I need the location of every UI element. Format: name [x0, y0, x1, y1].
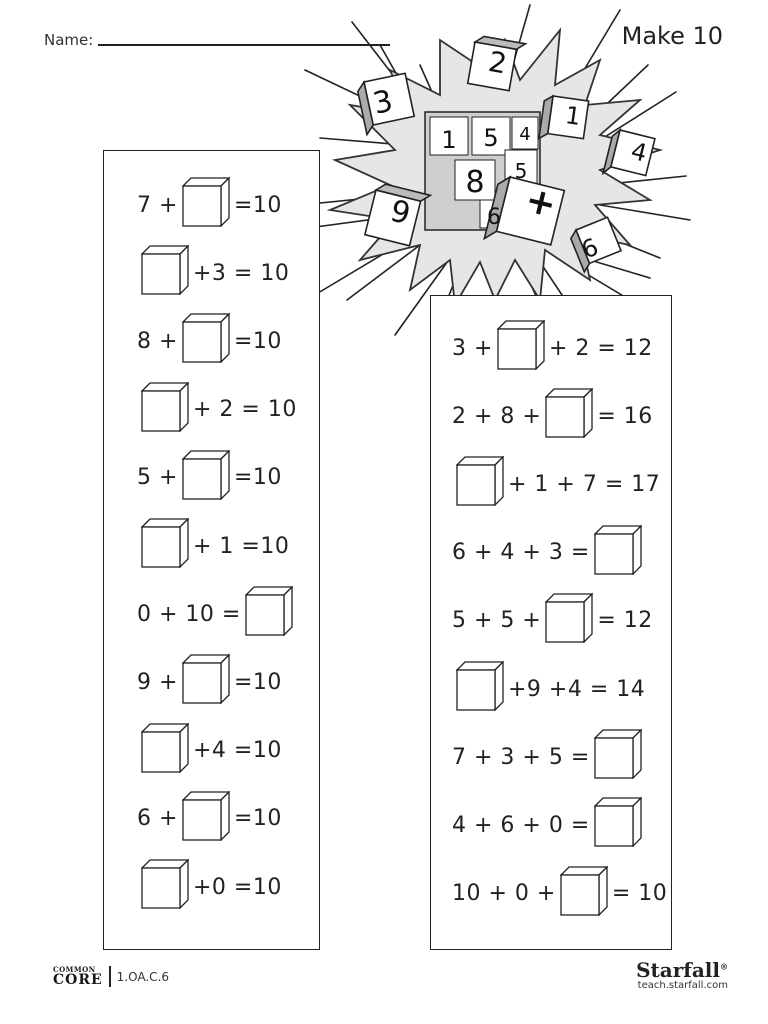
cube-digit: 8 [465, 165, 484, 200]
answer-cube-box[interactable] [181, 653, 231, 710]
problem-text-before: 4 + 6 + 0 = [452, 812, 590, 838]
cc-small-text: COMMON [53, 965, 96, 974]
problem-text-after: + 1 + 7 = 17 [508, 471, 661, 497]
problem-row: 8 + =10 [137, 312, 282, 369]
problem-text-after: =10 [233, 465, 282, 491]
problem-row: + 1 =10 [137, 517, 290, 574]
problem-text-after: =10 [233, 806, 282, 832]
answer-cube-box[interactable] [244, 585, 294, 642]
problem-text-before: 5 + [137, 465, 178, 491]
standard-code: 1.OA.C.6 [116, 969, 169, 984]
page-title: Make 10 [621, 22, 723, 50]
name-label: Name: [44, 31, 94, 49]
problem-row: +3 = 10 [137, 244, 290, 301]
answer-cube-box[interactable] [181, 312, 231, 369]
answer-cube-box[interactable] [140, 722, 190, 779]
problem-row: + 1 + 7 = 17 [452, 455, 661, 512]
cube-digit: 4 [628, 137, 650, 168]
problem-row: 9 + =10 [137, 653, 282, 710]
answer-cube-box[interactable] [140, 858, 190, 915]
problem-text-after: + 2 = 12 [548, 335, 653, 361]
answer-cube-box[interactable] [181, 790, 231, 847]
problem-text-before: 10 + 0 + [452, 881, 556, 907]
answer-cube-box[interactable] [140, 517, 190, 574]
problem-text-after: =10 [233, 328, 282, 354]
problem-text-after: = 12 [597, 608, 653, 634]
problem-text-before: 8 + [137, 328, 178, 354]
cube-digit: 6 [487, 205, 501, 230]
answer-cube-box[interactable] [544, 387, 594, 444]
problem-text-before: 3 + [452, 335, 493, 361]
starfall-logo: Starfall® teach.starfall.com [636, 960, 728, 992]
problem-row: +4 =10 [137, 722, 282, 779]
answer-cube-box[interactable] [559, 865, 609, 922]
answer-cube-box[interactable] [593, 728, 643, 785]
problem-row: 10 + 0 + = 10 [452, 865, 668, 922]
answer-cube-box[interactable] [140, 381, 190, 438]
problem-text-before: 5 + 5 + [452, 608, 542, 634]
answer-cube-box[interactable] [181, 449, 231, 506]
problem-text-after: + 2 = 10 [193, 397, 297, 423]
cube-digit: 4 [519, 124, 530, 145]
problem-text-before: 6 + [137, 806, 178, 832]
problem-text-after: +4 =10 [193, 738, 282, 764]
answer-cube-box[interactable] [181, 176, 231, 233]
answer-cube-box[interactable] [140, 244, 190, 301]
brand-name: Starfall [636, 958, 720, 982]
answer-cube-box[interactable] [455, 660, 505, 717]
cube-digit: 1 [564, 101, 583, 131]
brand-url: teach.starfall.com [637, 980, 728, 991]
common-core-logo: COMMON CORE [53, 966, 111, 987]
problem-text-after: + 1 =10 [193, 533, 290, 559]
common-core-badge: COMMON CORE 1.OA.C.6 [53, 966, 169, 987]
answer-cube-box[interactable] [544, 592, 594, 649]
cube-stack [424, 111, 541, 231]
problem-text-before: 6 + 4 + 3 = [452, 540, 590, 566]
cc-big-text: CORE [53, 972, 103, 988]
problem-text-after: = 16 [597, 403, 653, 429]
problem-text-after: =10 [233, 669, 282, 695]
problem-row: 5 + =10 [137, 449, 282, 506]
problem-text-before: 0 + 10 = [137, 601, 241, 627]
problem-row: +9 +4 = 14 [452, 660, 646, 717]
problem-row: 2 + 8 + = 16 [452, 387, 653, 444]
cube-digit: 1 [441, 126, 456, 154]
problem-text-before: 2 + 8 + [452, 403, 542, 429]
problem-row: 3 + + 2 = 12 [452, 319, 653, 376]
problem-text-after: +3 = 10 [193, 260, 290, 286]
problem-row: 7 + =10 [137, 176, 282, 233]
problem-text-before: 7 + 3 + 5 = [452, 744, 590, 770]
problem-text-after: +0 =10 [193, 874, 282, 900]
problem-text-after: =10 [233, 192, 282, 218]
problem-row: + 2 = 10 [137, 381, 297, 438]
problem-text-before: 9 + [137, 669, 178, 695]
problem-row: 6 + 4 + 3 = [452, 524, 646, 581]
problem-row: 5 + 5 + = 12 [452, 592, 653, 649]
problem-row: 4 + 6 + 0 = [452, 796, 646, 853]
answer-cube-box[interactable] [593, 796, 643, 853]
cube-digit: 5 [515, 159, 528, 183]
problem-row: 7 + 3 + 5 = [452, 728, 646, 785]
loose-cubes [356, 35, 656, 274]
problem-row: 0 + 10 = [137, 585, 297, 642]
answer-cube-box[interactable] [593, 524, 643, 581]
problem-text-after: +9 +4 = 14 [508, 676, 646, 702]
answer-cube-box[interactable] [496, 319, 546, 376]
cube-digit: 5 [483, 124, 498, 152]
answer-cube-box[interactable] [455, 455, 505, 512]
problem-row: +0 =10 [137, 858, 282, 915]
problem-text-before: 7 + [137, 192, 178, 218]
problem-row: 6 + =10 [137, 790, 282, 847]
cube-digit: 2 [486, 45, 509, 81]
brand-mark: ® [720, 961, 728, 972]
name-line[interactable] [98, 44, 390, 46]
problem-text-after: = 10 [611, 881, 668, 907]
